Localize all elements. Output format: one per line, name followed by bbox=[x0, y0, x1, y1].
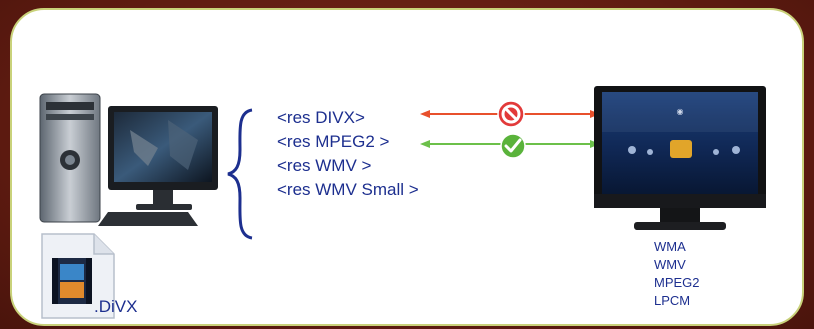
file-label: .DiVX bbox=[94, 297, 138, 316]
format-item-lpcm: LPCM bbox=[654, 293, 691, 308]
checkmark-icon bbox=[500, 133, 526, 159]
no-entry-icon bbox=[497, 100, 525, 128]
resolution-item-divx: <res DIVX> bbox=[277, 108, 365, 127]
format-item-wma: WMA bbox=[654, 239, 686, 254]
resolution-item-mpeg2: <res MPEG2 > bbox=[277, 132, 390, 151]
television-icon: ◉ bbox=[594, 86, 766, 230]
svg-text:◉: ◉ bbox=[677, 107, 684, 116]
resolution-list: <res DIVX> <res MPEG2 > <res WMV > <res … bbox=[277, 106, 419, 202]
format-item-wmv: WMV bbox=[654, 257, 686, 272]
curly-brace bbox=[227, 108, 253, 240]
video-file-icon bbox=[41, 233, 115, 319]
tv-format-list: WMA WMV MPEG2 LPCM bbox=[654, 238, 700, 310]
format-item-mpeg2: MPEG2 bbox=[654, 275, 700, 290]
resolution-item-wmv: <res WMV > bbox=[277, 156, 372, 175]
diagram-panel: <res DIVX> <res MPEG2 > <res WMV > <res … bbox=[10, 8, 804, 326]
desktop-computer-icon bbox=[39, 93, 218, 226]
resolution-item-wmv-small: <res WMV Small > bbox=[277, 180, 419, 199]
arrows-group bbox=[420, 100, 600, 159]
